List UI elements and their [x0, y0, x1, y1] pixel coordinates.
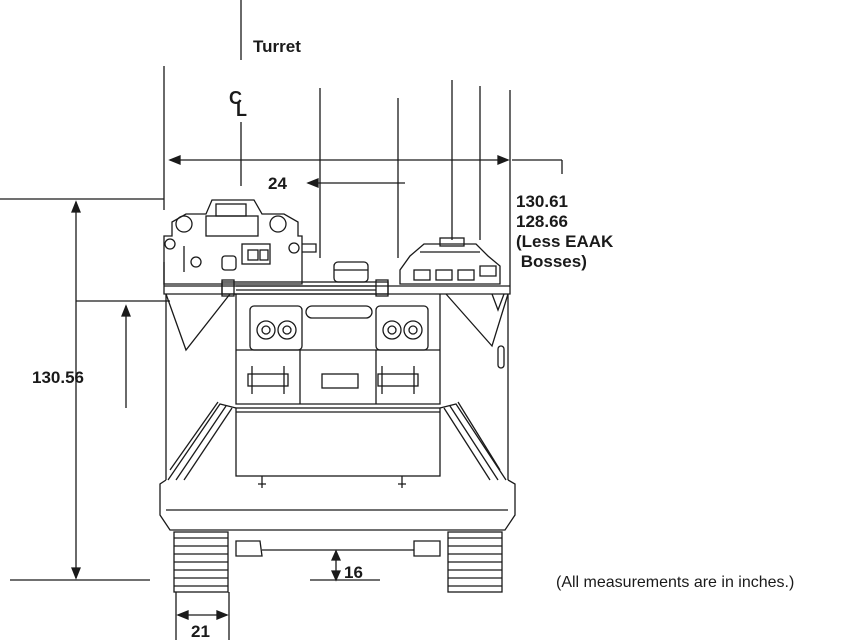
turret-label: Turret [253, 37, 301, 56]
measurement-units-note: (All measurements are in inches.) [556, 574, 795, 591]
extension-lines [0, 0, 563, 640]
centerline-l-label: L [236, 100, 247, 120]
centerline-c-label: C [229, 88, 242, 108]
ground-clearance-dimension-label: 16 [344, 563, 363, 582]
turret-offset-dimension-label: 24 [268, 174, 287, 193]
track-left [173, 531, 229, 593]
overall-height-alt-dimension-label: 128.66 [516, 212, 568, 231]
track-right [447, 531, 503, 593]
turret-left [163, 199, 317, 285]
dimension-lines [71, 155, 510, 620]
bow-plane [167, 279, 507, 488]
turret-right [399, 237, 505, 312]
overall-height-dimension-label: 130.61 [516, 192, 568, 211]
height-note-line-1: (Less EAAK [516, 232, 614, 251]
height-note-line-2: Bosses) [516, 252, 587, 271]
track-width-dimension-label: 21 [191, 622, 210, 641]
hull-height-dimension-label: 130.56 [32, 368, 84, 387]
cupola [333, 261, 369, 283]
